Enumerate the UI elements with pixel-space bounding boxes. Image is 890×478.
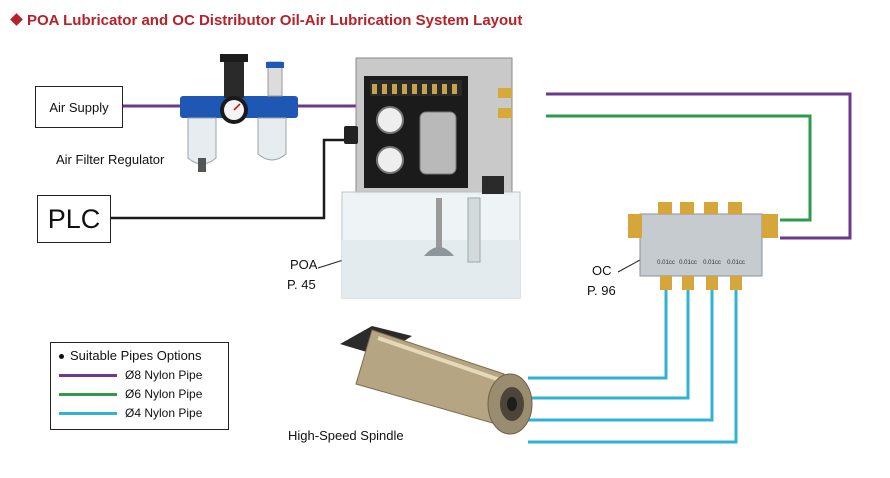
oc-port-label: 0.01cc xyxy=(727,260,745,266)
plc-label: PLC xyxy=(47,203,101,234)
spindle-label: High-Speed Spindle xyxy=(288,428,404,443)
legend-swatch xyxy=(59,411,117,415)
legend-item: Ø6 Nylon Pipe xyxy=(59,386,202,402)
leader-oc xyxy=(617,259,641,273)
oc-port-label: 0.01cc xyxy=(679,260,697,266)
air-filter-regulator-icon xyxy=(180,54,298,172)
air-supply-label: Air Supply xyxy=(49,99,109,115)
air-supply-box: Air Supply xyxy=(35,86,123,128)
legend-swatch xyxy=(59,373,117,377)
legend-item-label: Ø6 Nylon Pipe xyxy=(125,387,203,401)
diagram-title: POA Lubricator and OC Distributor Oil-Ai… xyxy=(8,12,522,29)
pipe-oc-outlet-2 xyxy=(528,290,690,400)
pipe-oc-outlet-3 xyxy=(528,290,714,422)
legend-item-label: Ø4 Nylon Pipe xyxy=(125,406,203,420)
legend-item: Ø4 Nylon Pipe xyxy=(59,405,202,421)
pipe-legend: Suitable Pipes Options Ø8 Nylon Pipe Ø6 … xyxy=(50,342,229,430)
legend-swatch xyxy=(59,392,117,396)
wire-plc-to-poa xyxy=(110,138,360,220)
spindle-icon xyxy=(340,326,533,435)
legend-item-label: Ø8 Nylon Pipe xyxy=(125,368,203,382)
poa-page-label: P. 45 xyxy=(287,277,316,292)
poa-lubricator-icon xyxy=(341,57,521,299)
oc-distributor-icon: 0.01cc 0.01cc 0.01cc 0.01cc xyxy=(628,202,778,290)
oc-page-label: P. 96 xyxy=(587,283,616,298)
pipes xyxy=(110,92,852,444)
diagram-title-text: POA Lubricator and OC Distributor Oil-Ai… xyxy=(27,12,523,29)
pipe-oc-outlet-1 xyxy=(528,290,668,380)
legend-title-text: Suitable Pipes Options xyxy=(70,348,202,363)
oc-port-label: 0.01cc xyxy=(703,260,721,266)
legend-title: Suitable Pipes Options xyxy=(59,348,202,363)
oc-label: OC xyxy=(592,263,612,278)
pipe-oc-outlet-4 xyxy=(528,290,738,444)
plc-box: PLC xyxy=(37,195,111,243)
oc-port-label: 0.01cc xyxy=(657,260,675,266)
poa-label: POA xyxy=(290,257,318,272)
pipe-poa-to-oc-air xyxy=(546,92,852,240)
air-filter-regulator-label: Air Filter Regulator xyxy=(56,152,165,167)
legend-item: Ø8 Nylon Pipe xyxy=(59,367,202,383)
pipe-poa-to-oc-oil xyxy=(546,114,812,222)
bullet-icon xyxy=(59,354,64,360)
